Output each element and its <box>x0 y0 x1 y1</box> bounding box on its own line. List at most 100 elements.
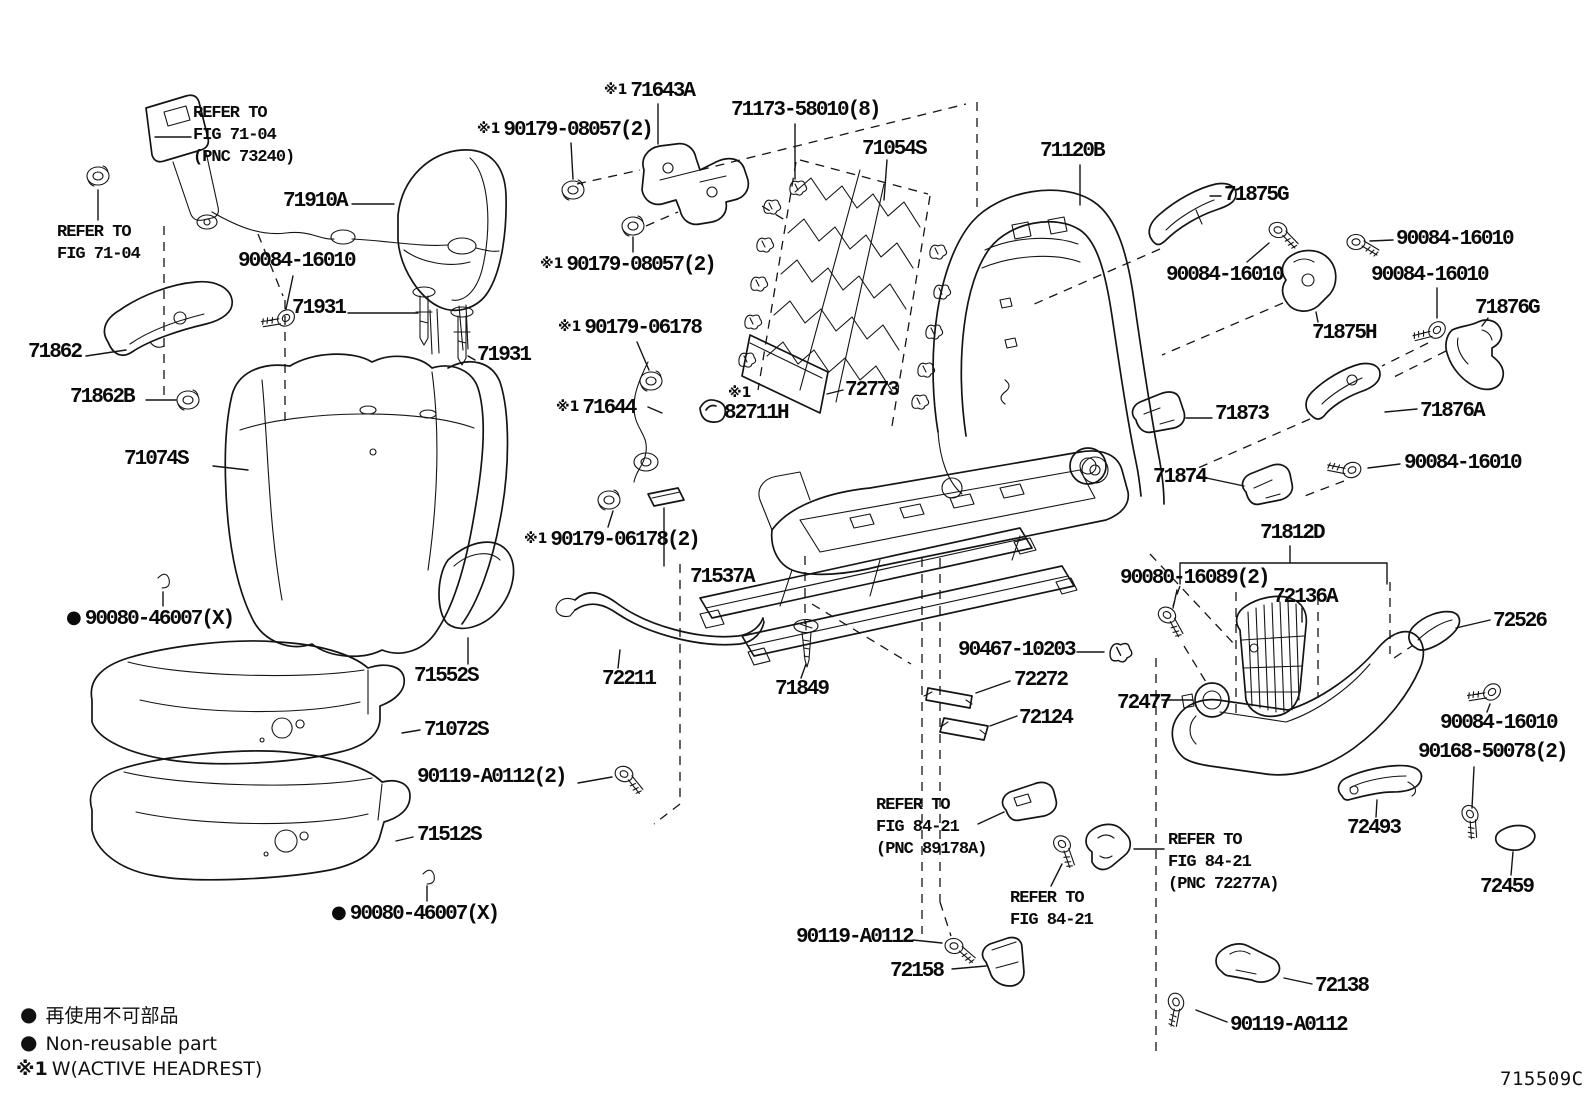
part-number-text: 71862B <box>70 386 136 409</box>
refer-note-line: FIG 84-21 <box>876 818 960 837</box>
lock-bracket-71643A-drawing <box>641 142 750 226</box>
legend-non-reusable-jp: ●再使用不可部品 <box>20 1002 178 1028</box>
part-label-71862B: 71862B <box>70 386 136 409</box>
refer-note-line: (PNC 89178A) <box>876 840 987 859</box>
headrest-drawing <box>397 149 507 355</box>
part-number-text: 71873 <box>1215 403 1270 426</box>
part-label-90084-16010: 90084-16010 <box>1404 453 1523 474</box>
part-label-71537A: 71537A <box>690 566 756 589</box>
part-number-text: 90119-A0112 <box>1230 1014 1349 1037</box>
part-number-text: 90084-16010 <box>1371 264 1490 287</box>
part-number-text: 90179-06178(2) <box>550 529 700 552</box>
part-number-text: 71812D <box>1260 522 1326 545</box>
part-number-text: 71644 <box>582 397 637 420</box>
part-number-text: 72211 <box>602 668 657 691</box>
handle-72493-drawing <box>1337 764 1423 801</box>
part-number-text: 71537A <box>690 566 756 589</box>
part-number-text: 90179-08057(2) <box>566 254 716 277</box>
part-number-text: 71173-58010(8) <box>731 99 881 122</box>
part-number-text: 71512S <box>417 824 483 847</box>
part-number-text: 71931 <box>292 297 347 320</box>
part-label-71875G: 71875G <box>1224 184 1290 207</box>
bracket-71875G-drawing <box>1148 182 1237 246</box>
part-label-90084-16010: 90084-16010 <box>238 250 357 273</box>
refer-note-line: FIG 84-21 <box>1168 853 1252 872</box>
legend-en-text: Non-reusable part <box>45 1033 217 1055</box>
hook-mark-top-drawing <box>157 573 170 589</box>
part-label-72477: 72477 <box>1117 692 1172 715</box>
seat-belt-buckle-drawing <box>145 94 500 255</box>
refer-note-line: FIG 84-21 <box>1010 911 1094 930</box>
part-number-text: 72477 <box>1117 692 1172 715</box>
part-number-text: 71875H <box>1312 322 1378 345</box>
part-number-text: 72493 <box>1347 817 1402 840</box>
part-label-71873: 71873 <box>1215 403 1270 426</box>
part-label-72272: 72272 <box>1014 670 1069 691</box>
bracket-71876G-drawing <box>1445 319 1505 391</box>
part-label-90080-46007(X): ●90080-46007(X) <box>66 607 235 631</box>
active-headrest-mark-icon: ※1 <box>728 385 752 401</box>
active-headrest-mark-icon: ※1 <box>558 319 582 335</box>
part-number-text: 90080-46007(X) <box>84 608 235 631</box>
part-label-71173-58010(8): 71173-58010(8) <box>731 99 881 122</box>
part-number-text: 71910A <box>283 190 349 213</box>
part-number-text: 90084-16010 <box>1396 228 1515 251</box>
part-number-text: 71876G <box>1475 297 1541 320</box>
part-label-72136A: 72136A <box>1273 586 1339 609</box>
part-number-text: 72136A <box>1273 586 1339 609</box>
seat-back-frame-71120B-drawing <box>932 189 1165 505</box>
part-number-text: 71072S <box>424 719 490 742</box>
active-headrest-mark-icon: ※1 <box>524 531 548 547</box>
part-number-text: 72124 <box>1019 707 1074 730</box>
part-label-72124: 72124 <box>1019 707 1074 730</box>
part-number-text: 71931 <box>477 344 532 367</box>
active-headrest-mark-icon: ※1 <box>556 399 580 415</box>
bracket-71876A-drawing <box>1305 362 1381 420</box>
non-reusable-bullet-icon: ● <box>66 607 82 628</box>
figure-code: 715509C <box>1500 1068 1584 1090</box>
active-headrest-mark-icon: ※1 <box>477 121 501 137</box>
cover-72526-drawing <box>1408 610 1461 651</box>
part-number-text: 90084-16010 <box>1166 264 1285 287</box>
part-label-71910A: 71910A <box>283 190 349 213</box>
legend-non-reusable-en: ●Non-reusable part <box>20 1030 217 1056</box>
legend-jp-text: 再使用不可部品 <box>45 1005 179 1027</box>
part-label-72138: 72138 <box>1315 976 1370 997</box>
sensor-connector-drawing <box>1001 781 1058 822</box>
part-number-text: 71875G <box>1224 184 1290 207</box>
bracket-71537A-drawing <box>647 487 685 507</box>
bracket-72272-drawing <box>923 687 973 709</box>
hook-mark-bottom-drawing <box>422 869 435 885</box>
part-label-90119-A0112(2): 90119-A0112(2) <box>417 766 567 789</box>
part-number-text: 82711H <box>724 402 790 425</box>
seat-cushion-pad-71512S-drawing <box>89 750 411 881</box>
part-number-text: 90119-A0112(2) <box>417 766 567 789</box>
cushion-shield-drawing <box>1171 630 1425 776</box>
part-label-71054S: 71054S <box>862 139 928 160</box>
part-label-90080-16089(2): 90080-16089(2) <box>1120 568 1270 589</box>
part-label-90084-16010: 90084-16010 <box>1166 264 1285 287</box>
leader-lines <box>85 103 1514 1023</box>
seatback-board-71862-drawing <box>103 280 233 357</box>
refer-note-line: REFER TO <box>193 104 268 123</box>
part-number-text: 72526 <box>1493 610 1548 633</box>
part-label-71874: 71874 <box>1153 467 1208 488</box>
part-label-71552S: 71552S <box>414 666 480 687</box>
refer-note-line: REFER TO <box>57 223 132 242</box>
seat-cushion-cover-71072S-drawing <box>90 640 406 765</box>
part-number-text: 90084-16010 <box>238 250 357 273</box>
bracket-71873-drawing <box>1131 391 1186 434</box>
part-label-71072S: 71072S <box>424 719 490 742</box>
part-number-text: 71120B <box>1040 140 1106 163</box>
part-number-text: 72459 <box>1480 876 1535 899</box>
cover-72158-drawing <box>981 936 1025 987</box>
